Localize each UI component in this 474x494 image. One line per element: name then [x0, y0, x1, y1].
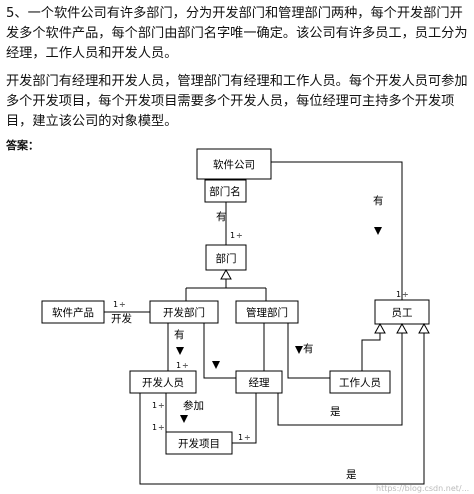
- class-mgmt-dept: [235, 300, 299, 324]
- class-employee-label: 员工: [392, 307, 413, 319]
- qualifier-dept-name-label: 部门名: [209, 185, 241, 198]
- mult-one-6: 1: [152, 423, 157, 432]
- answer-label: 答案：: [6, 139, 39, 152]
- problem-paragraph-1: 5、一个软件公司有许多部门，分为开发部门和管理部门两种，每个开发部门开发多个软件…: [6, 6, 468, 61]
- class-mgmt-dept-label: 管理部门: [246, 306, 288, 319]
- problem-text: 5、一个软件公司有许多部门，分为开发部门和管理部门两种，每个开发部门开发多个软件…: [6, 4, 470, 140]
- svg-text:÷: ÷: [158, 423, 165, 432]
- label-participate: 参加: [183, 399, 204, 412]
- mult-one-5: 1: [152, 401, 157, 410]
- class-worker: [329, 370, 391, 394]
- mult-one-1: 1: [230, 231, 235, 240]
- class-company: [196, 148, 272, 180]
- class-manager: [235, 370, 283, 394]
- class-company-label: 软件公司: [213, 158, 255, 171]
- svg-text:÷: ÷: [182, 361, 189, 370]
- class-dept-label: 部门: [216, 252, 237, 265]
- svg-text:÷: ÷: [158, 401, 165, 410]
- label-yes-1: 是: [330, 406, 341, 418]
- class-manager-label: 经理: [249, 376, 270, 389]
- link-devdept-manager: [203, 323, 236, 379]
- link-developer-employee: [139, 333, 425, 485]
- direction-arrow-1: [374, 227, 382, 235]
- label-has-2: 有: [373, 194, 384, 207]
- label-has-1: 有: [216, 210, 227, 223]
- direction-arrow-4: [295, 346, 303, 354]
- label-yes-2: 是: [346, 469, 357, 481]
- svg-text:÷: ÷: [244, 433, 251, 442]
- link-worker-employee: [361, 333, 381, 371]
- class-dev-dept: [149, 300, 219, 324]
- direction-arrow-2: [176, 347, 184, 355]
- class-product-label: 软件产品: [52, 306, 94, 319]
- class-developer-label: 开发人员: [142, 376, 184, 389]
- watermark: https://blog.csdn.net/...: [376, 484, 469, 493]
- mult-one-7: 1: [238, 433, 243, 442]
- class-employee: [374, 299, 430, 325]
- link-manager-employee: [277, 333, 403, 426]
- class-dev-dept-label: 开发部门: [163, 306, 205, 319]
- label-has-3: 有: [174, 328, 185, 341]
- mult-one-4: 1: [176, 361, 181, 370]
- label-dev: 开发: [111, 312, 132, 325]
- svg-text:÷: ÷: [402, 290, 409, 299]
- generalization-dept: [220, 268, 232, 280]
- label-has-4: 有: [303, 342, 314, 355]
- direction-arrow-5: [180, 415, 188, 423]
- class-developer: [129, 370, 197, 394]
- class-project-label: 开发项目: [178, 437, 220, 450]
- svg-text:÷: ÷: [119, 300, 126, 309]
- link-manager-project: [232, 393, 257, 444]
- mult-one-2: 1: [113, 300, 118, 309]
- class-worker-label: 工作人员: [339, 377, 381, 389]
- link-mgmtdept-worker: [287, 323, 330, 379]
- direction-arrow-3: [212, 361, 220, 369]
- link-company-employee: [271, 161, 403, 300]
- problem-paragraph-2: 开发部门有经理和开发人员，管理部门有经理和工作人员。每个开发人员可参加多个开发项…: [6, 74, 468, 129]
- mult-plus-1: ÷: [236, 231, 243, 240]
- mult-one-3: 1: [396, 290, 401, 299]
